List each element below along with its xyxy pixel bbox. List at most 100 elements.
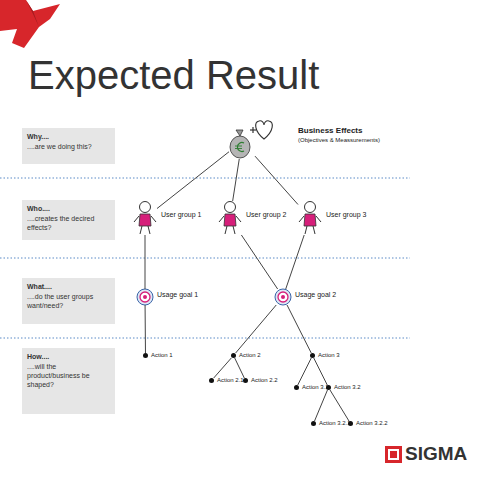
- action-node: Action 3.2.2: [348, 421, 353, 426]
- node-caption: Action 3: [318, 352, 340, 359]
- connector-stroke: [233, 159, 240, 201]
- connector-line: [298, 358, 312, 385]
- node-heading: Action 3.2.1: [319, 420, 351, 427]
- node-heading: User group 3: [326, 210, 366, 219]
- user-group-node: User group 1: [133, 201, 157, 235]
- node-heading: Usage goal 2: [295, 290, 336, 299]
- node-heading: Action 3.1: [302, 384, 329, 391]
- row-divider: [0, 258, 410, 259]
- corner-mark: [0, 0, 60, 48]
- logo-text: SIGMA: [405, 443, 467, 465]
- node-heading: Action 3.2.2: [356, 420, 388, 427]
- question-box: Who........creates the decired effects?: [22, 200, 115, 240]
- node-caption: Action 3.2: [334, 384, 361, 391]
- action-node: Action 2: [231, 353, 236, 358]
- action-node: Action 3.2: [326, 385, 331, 390]
- node-heading: Action 1: [151, 352, 173, 359]
- action-node: Action 3.2.1: [311, 421, 316, 426]
- node-heading: Action 2.1: [217, 377, 244, 384]
- connector-stroke: [235, 358, 245, 378]
- question-box: Why........are we doing this?: [22, 128, 115, 164]
- user-group-node: User group 2: [218, 201, 242, 235]
- connector-line: [214, 358, 232, 378]
- node-caption: Action 2.2: [251, 377, 278, 384]
- node-caption: Business Effects(Objectives & Meassureme…: [298, 125, 380, 145]
- node-caption: Usage goal 1: [157, 290, 198, 299]
- user-group-node: User group 3: [298, 201, 322, 235]
- node-heading: Business Effects: [298, 125, 380, 136]
- connector-stroke: [241, 235, 277, 289]
- node-caption: Action 3.1: [302, 384, 329, 391]
- connector-stroke: [286, 235, 304, 289]
- node-heading: Action 3.2: [334, 384, 361, 391]
- logo-icon: [385, 446, 402, 463]
- connector-stroke: [214, 358, 232, 378]
- connector-stroke: [315, 390, 328, 421]
- node-heading: Who....: [27, 204, 110, 213]
- node-body: ....will the product/business be shaped?: [27, 362, 110, 389]
- action-node: Action 1: [143, 353, 148, 358]
- stick-figure: [134, 202, 156, 235]
- target-icon: [275, 289, 291, 305]
- connector-line: [236, 305, 277, 353]
- stick-figure: [299, 202, 321, 235]
- usage-goal-node: Usage goal 1: [137, 289, 153, 305]
- node-heading: Action 2: [239, 352, 261, 359]
- node-heading: Why....: [27, 132, 110, 141]
- row-divider: [0, 178, 410, 179]
- business-effects-node: Business Effects(Objectives & Meassureme…: [229, 124, 255, 159]
- connector-stroke: [157, 152, 229, 209]
- connector-line: [287, 305, 311, 353]
- usage-goal-node: Usage goal 2: [275, 289, 291, 305]
- action-node: Action 2.2: [243, 378, 248, 383]
- node-caption: Action 3.2.2: [356, 420, 388, 427]
- node-caption: Action 2: [239, 352, 261, 359]
- node-body: ....creates the decired effects?: [27, 214, 110, 232]
- connector-line: [235, 358, 245, 378]
- connector-stroke: [330, 390, 349, 421]
- node-caption: Action 3.2.1: [319, 420, 351, 427]
- node-heading: Action 2.2: [251, 377, 278, 384]
- connector-stroke: [145, 305, 146, 353]
- connector-stroke: [298, 358, 312, 385]
- connector-stroke: [287, 305, 311, 353]
- connector-line: [286, 235, 304, 289]
- node-body: ....do the user groups want/need?: [27, 292, 110, 310]
- corner-mark-shade: [26, 0, 39, 27]
- money-bag-icon: [230, 130, 250, 158]
- action-node: Action 3.1: [294, 385, 299, 390]
- connector-stroke: [145, 235, 146, 289]
- stick-figure: [219, 202, 241, 235]
- node-caption: User group 2: [246, 210, 286, 219]
- node-heading: What....: [27, 282, 110, 291]
- node-heading: Action 3: [318, 352, 340, 359]
- connector-stroke: [255, 156, 298, 204]
- node-heading: User group 1: [161, 210, 201, 219]
- connector-line: [330, 390, 349, 421]
- node-caption: User group 3: [326, 210, 366, 219]
- node-caption: Usage goal 2: [295, 290, 336, 299]
- heart-icon: [256, 121, 273, 139]
- connector-line: [314, 358, 328, 385]
- node-caption: User group 1: [161, 210, 201, 219]
- connector-line: [145, 305, 146, 353]
- slide-title: Expected Result: [28, 52, 319, 98]
- node-caption: Action 2.1: [217, 377, 244, 384]
- connector-stroke: [236, 305, 277, 353]
- action-node: Action 2.1: [209, 378, 214, 383]
- node-heading: Usage goal 1: [157, 290, 198, 299]
- connector-line: [145, 235, 146, 289]
- connector-stroke: [314, 358, 328, 385]
- node-heading: User group 2: [246, 210, 286, 219]
- action-node: Action 3: [310, 353, 315, 358]
- node-body: ....are we doing this?: [27, 142, 110, 151]
- node-body: (Objectives & Meassurements): [298, 136, 380, 145]
- question-box: How........will the product/business be …: [22, 348, 115, 414]
- target-icon: [137, 289, 153, 305]
- connector-line: [255, 156, 298, 204]
- row-divider: [0, 338, 410, 339]
- connector-line: [233, 159, 240, 201]
- node-caption: Action 1: [151, 352, 173, 359]
- connector-line: [241, 235, 277, 289]
